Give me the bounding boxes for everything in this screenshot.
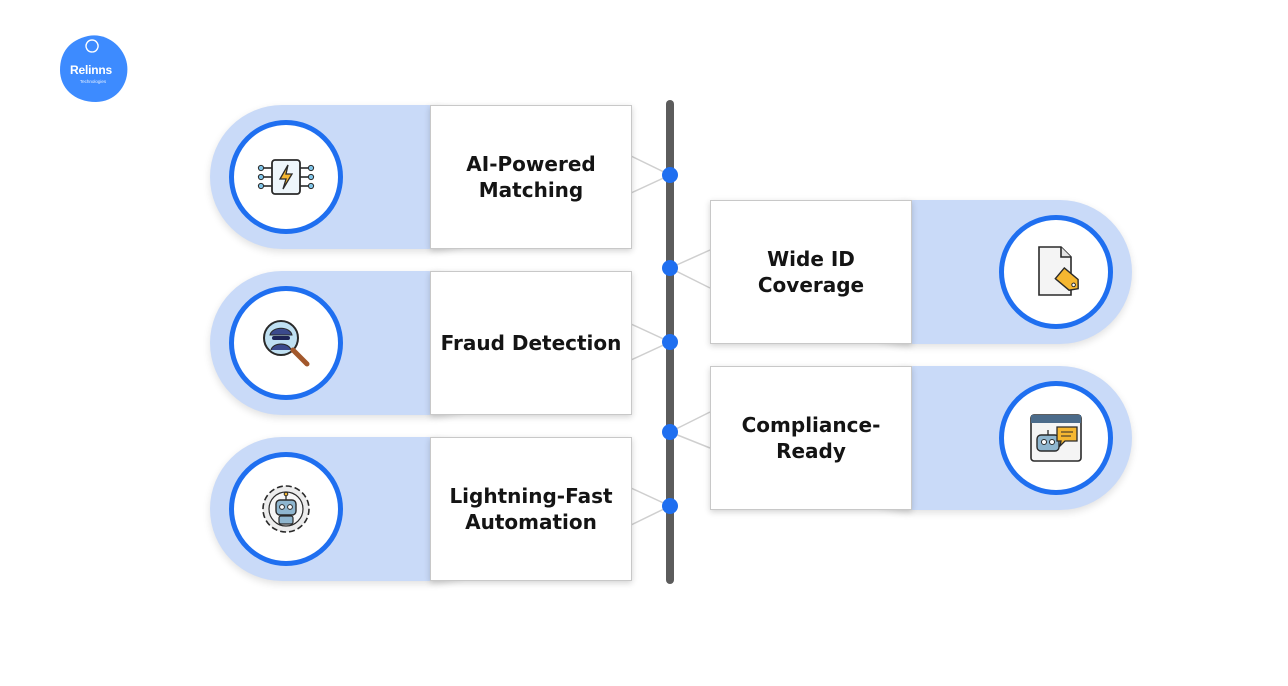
timeline-dot: [662, 424, 678, 440]
robot-gear-icon: [262, 485, 310, 533]
icon-ring: [229, 120, 343, 234]
icon-ring: [229, 452, 343, 566]
timeline-dot: [662, 260, 678, 276]
feature-label: Wide ID Coverage: [757, 247, 865, 297]
card-label-box: Lightning-Fast Automation: [430, 437, 632, 581]
feature-card-compliance: Compliance-Ready: [710, 366, 1132, 510]
icon-ring: [229, 286, 343, 400]
feature-label: Lightning-Fast Automation: [449, 484, 613, 534]
card-label-box: Wide ID Coverage: [710, 200, 912, 344]
icon-ring: [999, 381, 1113, 495]
feature-card-id-coverage: Wide ID Coverage: [710, 200, 1132, 344]
robot-chat-window-icon: [1030, 414, 1082, 462]
brand-tagline: Technologies: [79, 79, 107, 84]
magnifier-spy-icon: [263, 320, 310, 367]
card-label-box: Fraud Detection: [430, 271, 632, 415]
feature-label: Compliance-Ready: [741, 413, 881, 463]
feature-label: Fraud Detection: [440, 331, 622, 355]
brand-name: Relinns: [70, 63, 112, 77]
timeline-dot: [662, 334, 678, 350]
document-tag-icon: [1038, 246, 1079, 296]
feature-card-automation: Lightning-Fast Automation: [210, 437, 632, 581]
card-label-box: Compliance-Ready: [710, 366, 912, 510]
timeline-dot: [662, 498, 678, 514]
logo-blob-icon: [60, 35, 128, 103]
feature-label: AI-Powered Matching: [466, 152, 596, 202]
card-label-box: AI-Powered Matching: [430, 105, 632, 249]
brand-logo: Relinns Technologies: [58, 34, 130, 104]
feature-card-fraud-detection: Fraud Detection: [210, 271, 632, 415]
feature-card-ai-matching: AI-Powered Matching: [210, 105, 632, 249]
icon-ring: [999, 215, 1113, 329]
chip-lightning-icon: [257, 159, 315, 195]
timeline-dot: [662, 167, 678, 183]
